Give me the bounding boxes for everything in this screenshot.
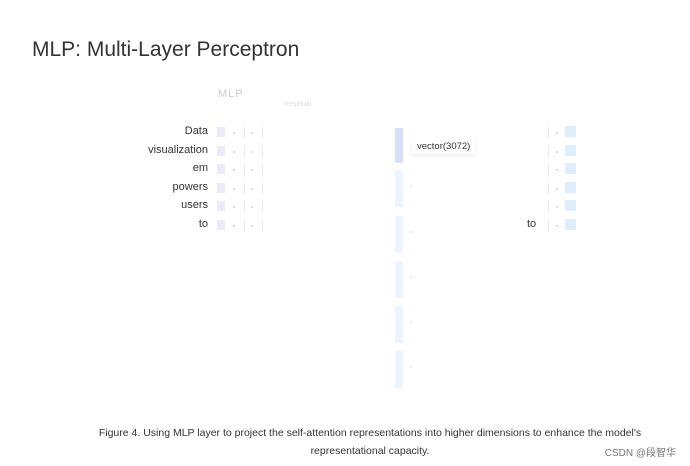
divider (548, 164, 549, 175)
connector-dot (233, 150, 235, 153)
divider (244, 182, 245, 194)
divider (262, 182, 263, 194)
divider (262, 201, 263, 212)
divider (262, 145, 263, 157)
connector-dot (556, 206, 558, 208)
input-token: visualization (148, 143, 208, 156)
connector-dot (251, 224, 253, 227)
divider (548, 182, 549, 194)
output-embedding-cell (565, 163, 576, 174)
connector-dot (233, 132, 235, 134)
connector-dot (410, 185, 412, 187)
input-token: Data (184, 125, 208, 137)
input-token: users (181, 199, 208, 211)
connector-dot (251, 206, 253, 208)
input-embedding-cell (217, 145, 225, 156)
connector-dot (233, 206, 235, 208)
hidden-column (395, 170, 403, 207)
hidden-column (395, 306, 403, 343)
connector-dot (556, 187, 558, 190)
divider (262, 219, 263, 231)
divider (548, 201, 549, 212)
connector-dot (410, 321, 412, 323)
divider (548, 219, 549, 231)
hidden-column (395, 216, 403, 253)
connector-dot (233, 224, 235, 227)
divider (244, 201, 245, 212)
hidden-column (395, 351, 403, 388)
divider (244, 145, 245, 157)
input-embedding-cell (217, 127, 225, 137)
connector-dot (556, 224, 558, 227)
connector-dot (251, 150, 253, 153)
divider (548, 145, 549, 157)
output-embedding-cell (565, 126, 576, 137)
figure-caption: Figure 4. Using MLP layer to project the… (98, 427, 642, 457)
hidden-column (395, 261, 403, 298)
connector-dot (556, 150, 558, 153)
connector-dot (251, 132, 253, 134)
hidden-column-active (395, 128, 403, 163)
input-embedding-cell (217, 219, 225, 230)
page-title: MLP: Multi-Layer Perceptron (32, 38, 300, 61)
connector-dot (233, 169, 235, 171)
residual-label: Residual (284, 101, 312, 108)
vector-tooltip: vector(3072) (412, 139, 476, 154)
divider (262, 164, 263, 175)
divider (244, 164, 245, 175)
mlp-block-label: MLP (218, 88, 244, 100)
input-embedding-cell (217, 164, 225, 174)
connector-dot (410, 231, 412, 233)
input-token: powers (172, 180, 208, 193)
connector-dot (233, 187, 235, 190)
divider (548, 127, 549, 138)
output-embedding-cell (565, 144, 576, 156)
connector-dot (410, 276, 412, 278)
input-embedding-cell (217, 201, 225, 211)
output-embedding-cell (565, 218, 576, 230)
output-embedding-cell (565, 200, 576, 211)
connector-dot (251, 169, 253, 171)
input-token: em (192, 162, 208, 174)
connector-dot (410, 366, 412, 368)
watermark: CSDN @段智华 (604, 448, 676, 459)
divider (244, 219, 245, 231)
output-token: to (527, 218, 537, 230)
connector-dot (556, 132, 558, 134)
connector-dot (251, 187, 253, 190)
divider (244, 127, 245, 138)
divider (262, 127, 263, 138)
output-embedding-cell (565, 181, 576, 193)
input-embedding-cell (217, 182, 225, 193)
input-token: to (198, 217, 208, 230)
connector-dot (556, 169, 558, 171)
